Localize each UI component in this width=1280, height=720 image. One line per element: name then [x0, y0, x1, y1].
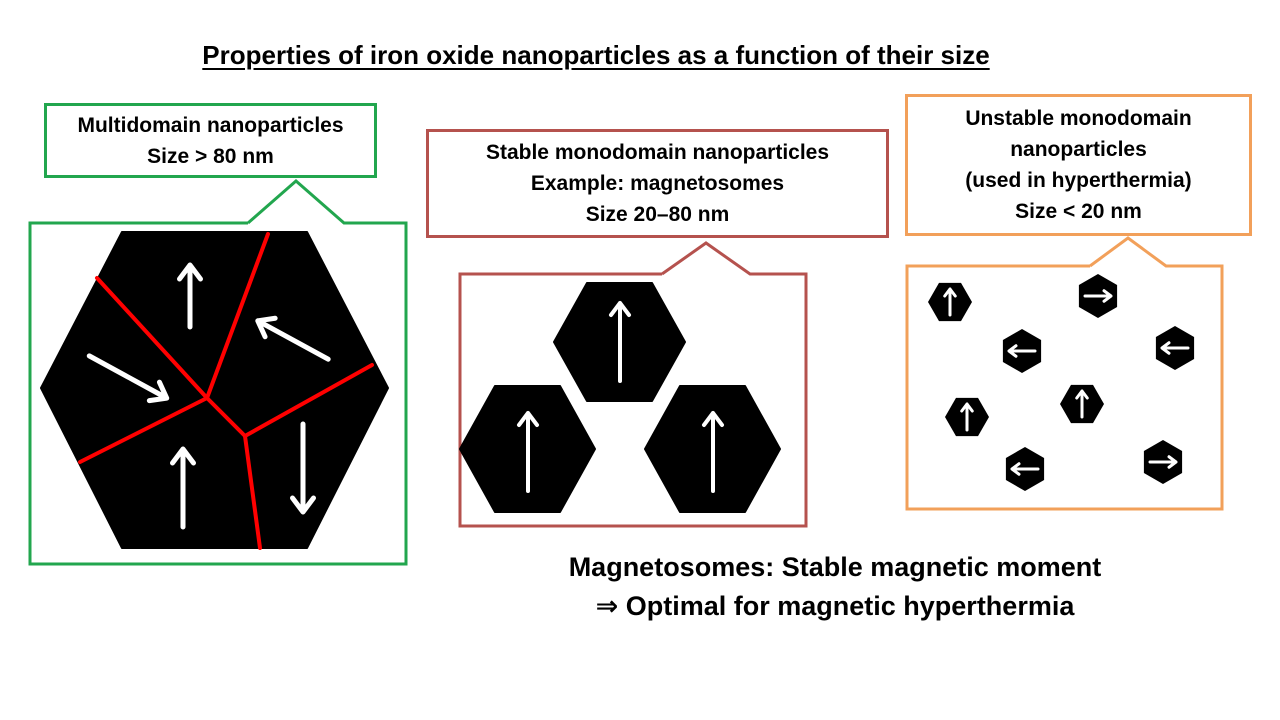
domain-wall — [243, 434, 262, 550]
magnetic-moment-arrow — [1075, 389, 1089, 419]
unstable-label-line1: Unstable monodomain — [965, 107, 1192, 130]
multidomain-callout-frame — [28, 179, 408, 566]
magnetic-moment-arrow — [290, 421, 316, 515]
stable-callout-frame — [458, 241, 808, 528]
magnetic-moment-arrow — [1148, 455, 1178, 469]
magnetic-moment-arrow — [177, 262, 203, 330]
multidomain-panel — [28, 179, 408, 566]
domain-walls — [78, 232, 374, 550]
unstable-panel — [905, 236, 1224, 511]
conclusion: Magnetosomes: Stable magnetic moment ⇒ O… — [500, 548, 1170, 626]
stable-label-line3: Size 20–80 nm — [585, 203, 730, 226]
diagram-title: Properties of iron oxide nanoparticles a… — [202, 40, 990, 70]
multidomain-particle — [40, 231, 389, 549]
multidomain-label-box: Multidomain nanoparticles Size > 80 nm — [44, 103, 377, 178]
stable-arrows — [517, 301, 724, 493]
conclusion-line2: ⇒ Optimal for magnetic hyperthermia — [595, 591, 1075, 621]
unstable-label-line4: Size < 20 nm — [1015, 200, 1142, 223]
domain-wall — [78, 396, 209, 464]
magnetic-moment-arrow — [943, 287, 957, 317]
magnetic-moment-arrow — [1160, 341, 1190, 355]
multidomain-label-line2: Size > 80 nm — [147, 144, 274, 168]
magnetic-moment-arrow — [609, 301, 631, 383]
magnetic-moment-arrow — [702, 411, 724, 493]
unstable-label-box: Unstable monodomain nanoparticles (used … — [905, 94, 1252, 236]
multidomain-arrows — [86, 262, 331, 530]
magnetic-moment-arrow — [86, 353, 170, 404]
magnetic-moment-arrow — [170, 446, 196, 530]
conclusion-line1: Magnetosomes: Stable magnetic moment — [568, 552, 1102, 582]
stable-label-line2: Example: magnetosomes — [530, 172, 785, 195]
domain-wall — [205, 232, 270, 400]
stable-label-line1: Stable monodomain nanoparticles — [485, 141, 830, 164]
stable-label-box: Stable monodomain nanoparticles Example:… — [426, 129, 889, 238]
magnetic-moment-arrow — [517, 411, 539, 493]
magnetic-moment-arrow — [1010, 462, 1040, 476]
unstable-callout-frame — [905, 236, 1224, 511]
stable-panel — [458, 241, 808, 528]
domain-wall — [205, 396, 247, 438]
magnetic-moment-arrow — [255, 315, 331, 362]
magnetic-moment-arrow — [1083, 289, 1113, 303]
multidomain-label-line1: Multidomain nanoparticles — [77, 113, 344, 137]
domain-wall — [243, 363, 374, 438]
magnetic-moment-arrow — [960, 402, 974, 432]
unstable-label-line2: nanoparticles — [1010, 138, 1147, 161]
magnetic-moment-arrow — [1007, 344, 1037, 358]
domain-wall — [95, 276, 209, 400]
unstable-label-line3: (used in hyperthermia) — [965, 169, 1192, 192]
unstable-particles — [928, 274, 1195, 491]
